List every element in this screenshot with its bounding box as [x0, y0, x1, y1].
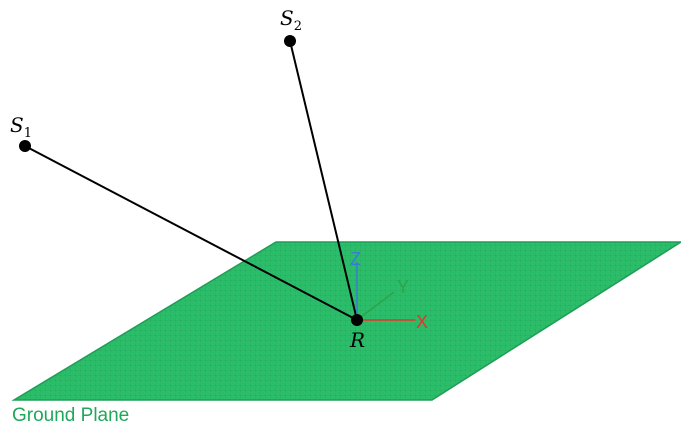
point-s1: [19, 140, 31, 152]
point-r: [351, 314, 363, 326]
z-axis-label: Z: [350, 249, 361, 269]
label-s2-base: S: [280, 6, 294, 30]
y-axis-label: Y: [397, 277, 409, 297]
label-s1: S1: [10, 113, 32, 141]
label-s1-base: S: [10, 113, 24, 137]
label-r: R: [349, 328, 365, 352]
x-axis-label: X: [416, 312, 428, 332]
label-s1-subscript: 1: [24, 126, 32, 141]
ray-s2-to-r: [289, 40, 358, 321]
label-s2-subscript: 2: [294, 19, 302, 34]
ground-plane-grid: [14, 242, 681, 400]
point-s2: [284, 35, 296, 47]
ray-s1-to-r: [24, 145, 358, 321]
label-s2: S2: [280, 6, 302, 34]
y-axis: [356, 291, 395, 321]
ground-plane-label: Ground Plane: [12, 405, 129, 426]
